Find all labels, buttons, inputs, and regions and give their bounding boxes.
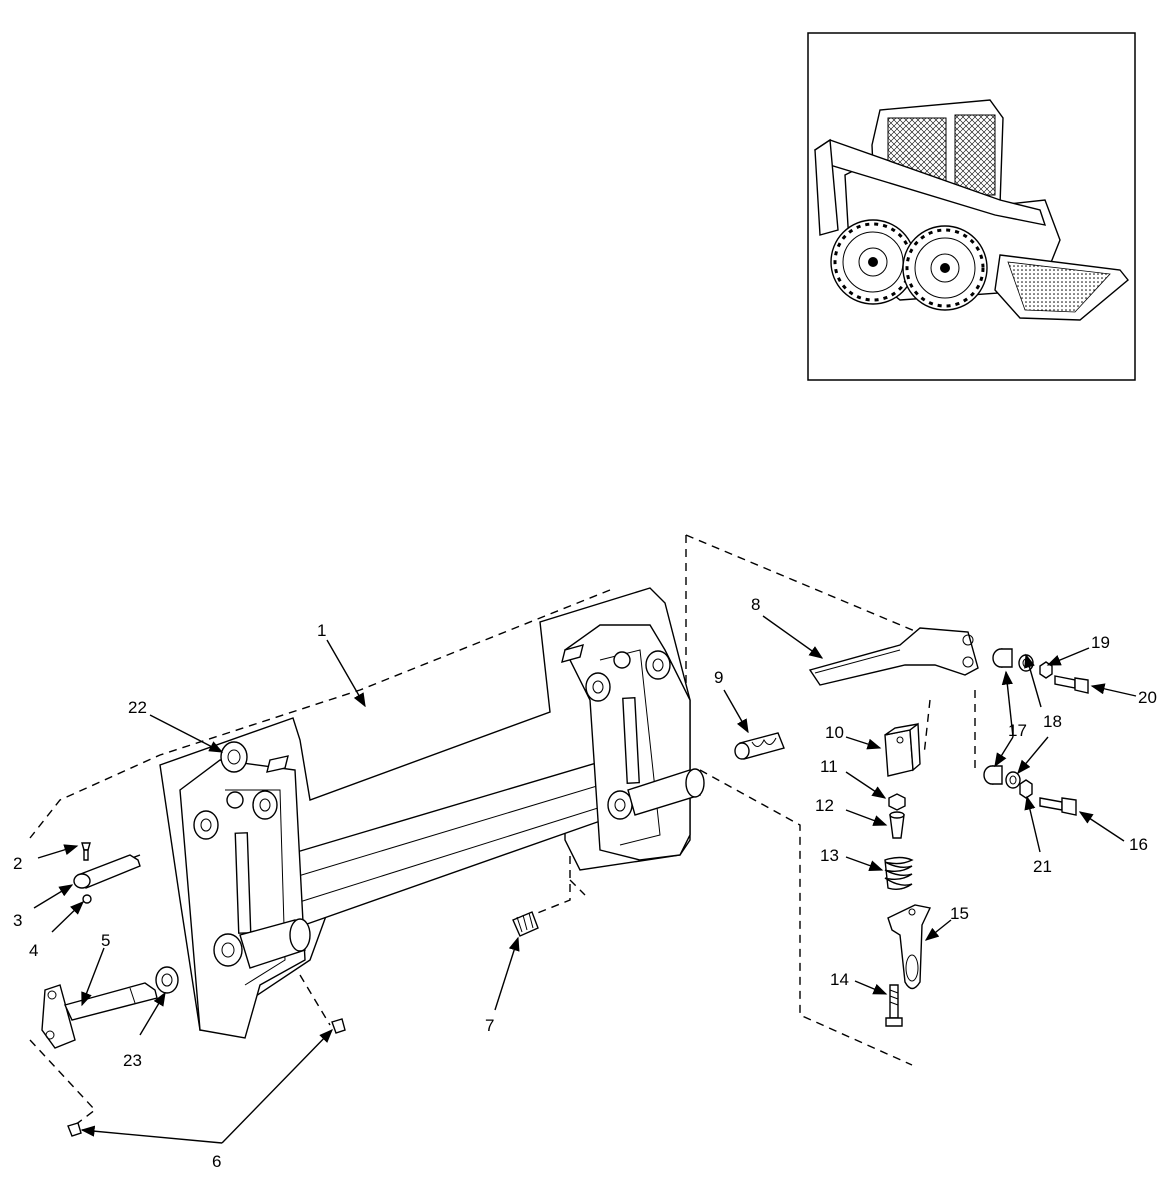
callout-5: 5 [101,931,110,950]
part-6-grease-fitting [67,1018,346,1137]
callout-13: 13 [820,846,839,865]
callout-labels: 1 2 3 4 5 6 7 8 9 10 11 12 13 14 15 16 1… [13,595,1157,1171]
callout-21: 21 [1033,857,1052,876]
part-23-washer [155,966,179,994]
part-13-spring [884,856,914,891]
callout-22: 22 [128,698,147,717]
callout-2: 2 [13,854,22,873]
part-8-lever [808,627,979,686]
part-22-bushing [220,741,248,773]
part-7-spring [512,911,539,937]
part-4-nut [82,894,92,904]
callout-arrows [33,615,1137,1144]
callout-4: 4 [29,941,38,960]
callout-9: 9 [714,668,723,687]
callout-17: 17 [1008,721,1027,740]
callout-11: 11 [820,757,838,776]
part-21-nut [1019,779,1033,799]
callout-8: 8 [751,595,760,614]
callout-15: 15 [950,904,969,923]
part-2-grease-fitting [81,842,91,861]
callout-20: 20 [1138,688,1157,707]
part-14-bolt [885,984,903,1027]
part-3-pin [73,854,141,889]
part-10-block [884,722,921,777]
callout-14: 14 [830,970,849,989]
callout-6: 6 [212,1152,221,1171]
part-9-sleeve [734,732,785,760]
part-19-nut [1039,661,1053,679]
part-11-nut [888,793,906,811]
skid-steer-loader-icon [813,99,1129,321]
part-20-bolt [1054,675,1089,694]
part-17-bushing [983,648,1013,785]
callout-10: 10 [825,723,844,742]
callout-7: 7 [485,1016,494,1035]
callout-16: 16 [1129,835,1148,854]
part-12-pin [889,811,905,839]
part-15-latch [887,904,932,990]
callout-12: 12 [815,796,834,815]
callout-19: 19 [1091,633,1110,652]
quick-attach-frame [159,587,705,1039]
callout-18: 18 [1043,712,1062,731]
callout-3: 3 [13,911,22,930]
part-16-bolt [1039,797,1077,816]
callout-23: 23 [123,1051,142,1070]
part-5-handle-pin [41,982,158,1049]
callout-1: 1 [317,621,326,640]
